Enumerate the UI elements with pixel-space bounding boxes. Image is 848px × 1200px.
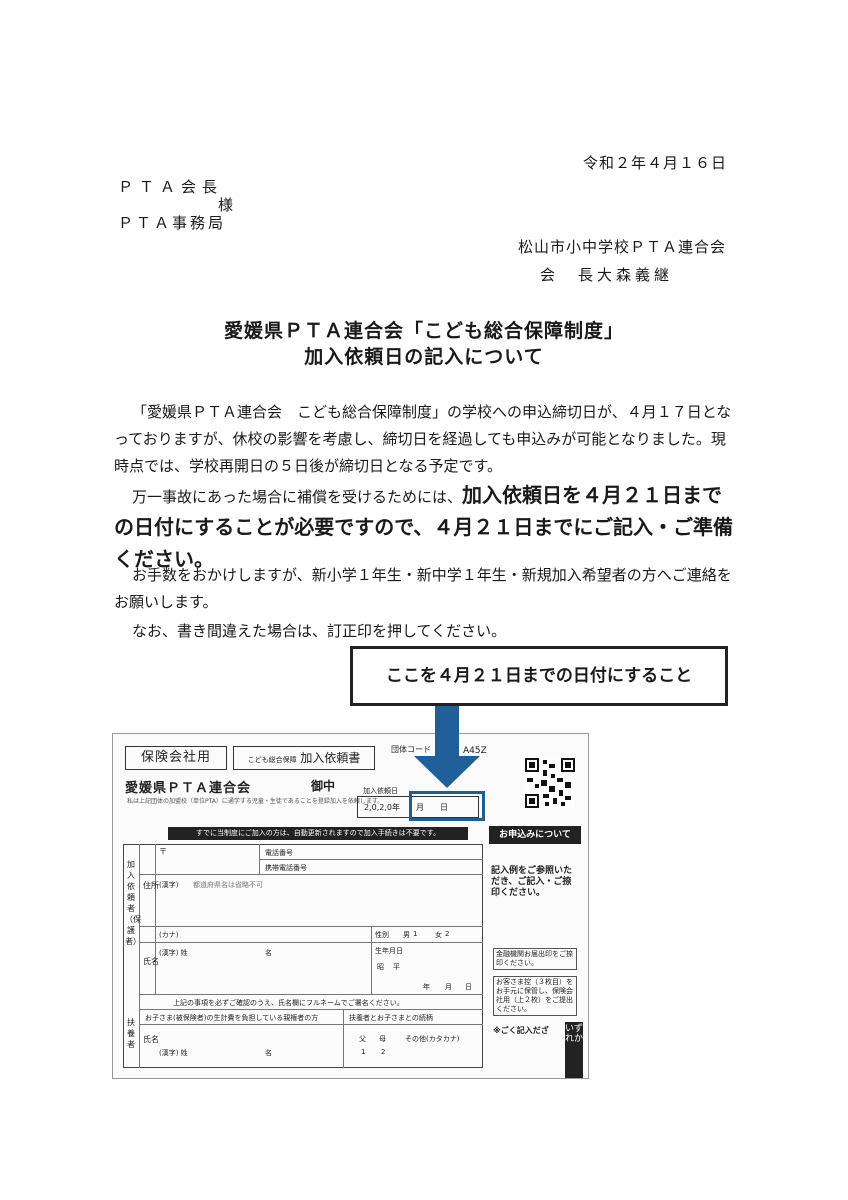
form-phone-label: 電話番号 (265, 849, 293, 857)
form-group-code-label: 団体コード (391, 745, 431, 754)
form-supporter-vertical-label: 扶養者 (127, 1018, 135, 1049)
form-bank-note: 金融機関お届出印をご捺印ください。 (493, 948, 577, 970)
form-address-label: 住所 (143, 881, 159, 890)
body-paragraph-4: なお、書き間違えた場合は、訂正印を押してください。 (132, 622, 507, 640)
form-insurer-copy-tag: 保険会社用 (125, 746, 227, 770)
qr-code-icon (525, 758, 575, 808)
form-supporter-header: お子さま(被保険者)の生計費を負担している親権者の方 (145, 1014, 319, 1022)
form-copy-note: お客さま控（３枚目）をお手元に保管し、保険会社用（上２枚）をご提出ください。 (493, 976, 577, 1016)
form-main-table (123, 844, 483, 1068)
form-supporter-surname-label: (漢字) 姓 (159, 1049, 188, 1057)
form-note: 私は上記団体の加盟校（単位PTA）に通学する児童・生徒であることを登録加入を依頼… (127, 798, 384, 805)
form-organization: 愛媛県ＰＴＡ連合会 (125, 781, 252, 796)
form-apply-text: 記入例をご参照いただき、ご記入・ご捺印ください。 (491, 866, 573, 898)
form-address-kanji-label: (漢字) (159, 881, 179, 889)
form-month: 月 (445, 983, 452, 991)
form-postal-label: 〒 (159, 847, 167, 856)
paragraph-2-emphasis: 加入依頼日を４月２１日までの日付にすることが必要ですので、４月２１日までにご記入… (114, 483, 733, 571)
letter-date: 令和２年４月１６日 (583, 154, 728, 172)
form-female: 女 (435, 931, 442, 939)
form-name-kana-label: (カナ) (159, 931, 179, 939)
recipient-pta-office: ＰＴＡ事務局 (118, 214, 227, 232)
form-side-notes: ※ごく記入だざ (493, 1026, 549, 1035)
sender-organization: 松山市小中学校ＰＴＡ連合会 (518, 238, 727, 256)
form-mother: 母 (379, 1035, 386, 1043)
form-year: 年 (423, 983, 430, 991)
form-auto-renewal-bar: すでに当制度にご加入の方は、自動更新されますので加入手続きは不要です。 (168, 827, 468, 840)
form-applicant-vertical-label: 加入依頼者（保護者） (125, 860, 141, 946)
form-address-hint: 都道府県名は省略不可 (193, 881, 263, 889)
form-male: 男 (403, 931, 410, 939)
form-given-name-label: 名 (265, 949, 272, 957)
form-either-badge: いずれか (565, 1022, 583, 1078)
form-date-field: 2,0,2,0年 月 日 (357, 796, 479, 818)
form-supporter-given-label: 名 (265, 1049, 272, 1057)
recipient-honorific: 様 (218, 196, 235, 214)
form-honorific: 御中 (311, 779, 336, 793)
form-birth-label: 生年月日 (375, 947, 403, 955)
form-other: その他(カタカナ) (405, 1035, 460, 1043)
form-day: 日 (465, 983, 472, 991)
form-confirm-line: 上記の事項を必ずご確認のうえ、氏名欄にフルネームでご署名ください。 (173, 999, 404, 1007)
form-male-number: 1 (413, 930, 418, 938)
form-apply-header: お申込みについて (489, 826, 581, 844)
form-rel-2: 2 (381, 1048, 386, 1056)
document-title-line2: 加入依頼日の記入について (304, 346, 544, 368)
form-gender-label: 性別 (375, 931, 389, 939)
sender-name: 会 長大森義継 (540, 266, 674, 284)
form-father: 父 (359, 1035, 366, 1043)
form-showa: 昭 (377, 963, 384, 971)
form-title: 加入依頼書 (300, 751, 361, 765)
form-name-label: 氏名 (143, 957, 159, 966)
form-female-number: 2 (445, 930, 450, 938)
form-date-label: 加入依頼日 (363, 787, 398, 795)
form-heisei: 平 (393, 963, 400, 971)
date-highlight-box (409, 791, 485, 821)
form-title-small: こども総合保障 (247, 756, 297, 764)
body-paragraph-2: 万一事故にあった場合に補償を受けるためには、加入依頼日を４月２１日までの日付にす… (114, 480, 734, 576)
form-surname-label: (漢字) 姓 (159, 949, 188, 957)
form-group-code: A45Z (463, 746, 487, 756)
callout-box: ここを４月２１日までの日付にすること (350, 646, 728, 706)
body-paragraph-3: お手数をおかけしますが、新小学１年生・新中学１年生・新規加入希望者の方へご連絡を… (114, 566, 732, 611)
form-mobile-label: 携帯電話番号 (265, 864, 307, 872)
paragraph-2-prefix: 万一事故にあった場合に補償を受けるためには、 (132, 488, 463, 506)
form-sample-image: 保険会社用 こども総合保障 加入依頼書 団体コード A45Z 愛媛県ＰＴＡ連合会… (112, 733, 589, 1079)
document-title-line1: 愛媛県ＰＴＡ連合会「こども総合保障制度」 (223, 320, 624, 342)
form-rel-1: 1 (361, 1048, 366, 1056)
body-paragraph-1: 「愛媛県ＰＴＡ連合会 こども総合保障制度」の学校への申込締切日が、４月１７日とな… (114, 403, 732, 475)
form-supporter-name-label: 氏名 (143, 1035, 159, 1044)
arrow-down-icon (414, 706, 480, 788)
recipient-pta-president: ＰＴＡ会長 (118, 178, 224, 196)
form-title-box: こども総合保障 加入依頼書 (233, 746, 375, 770)
form-relation-header: 扶養者とお子さまとの続柄 (349, 1014, 433, 1022)
